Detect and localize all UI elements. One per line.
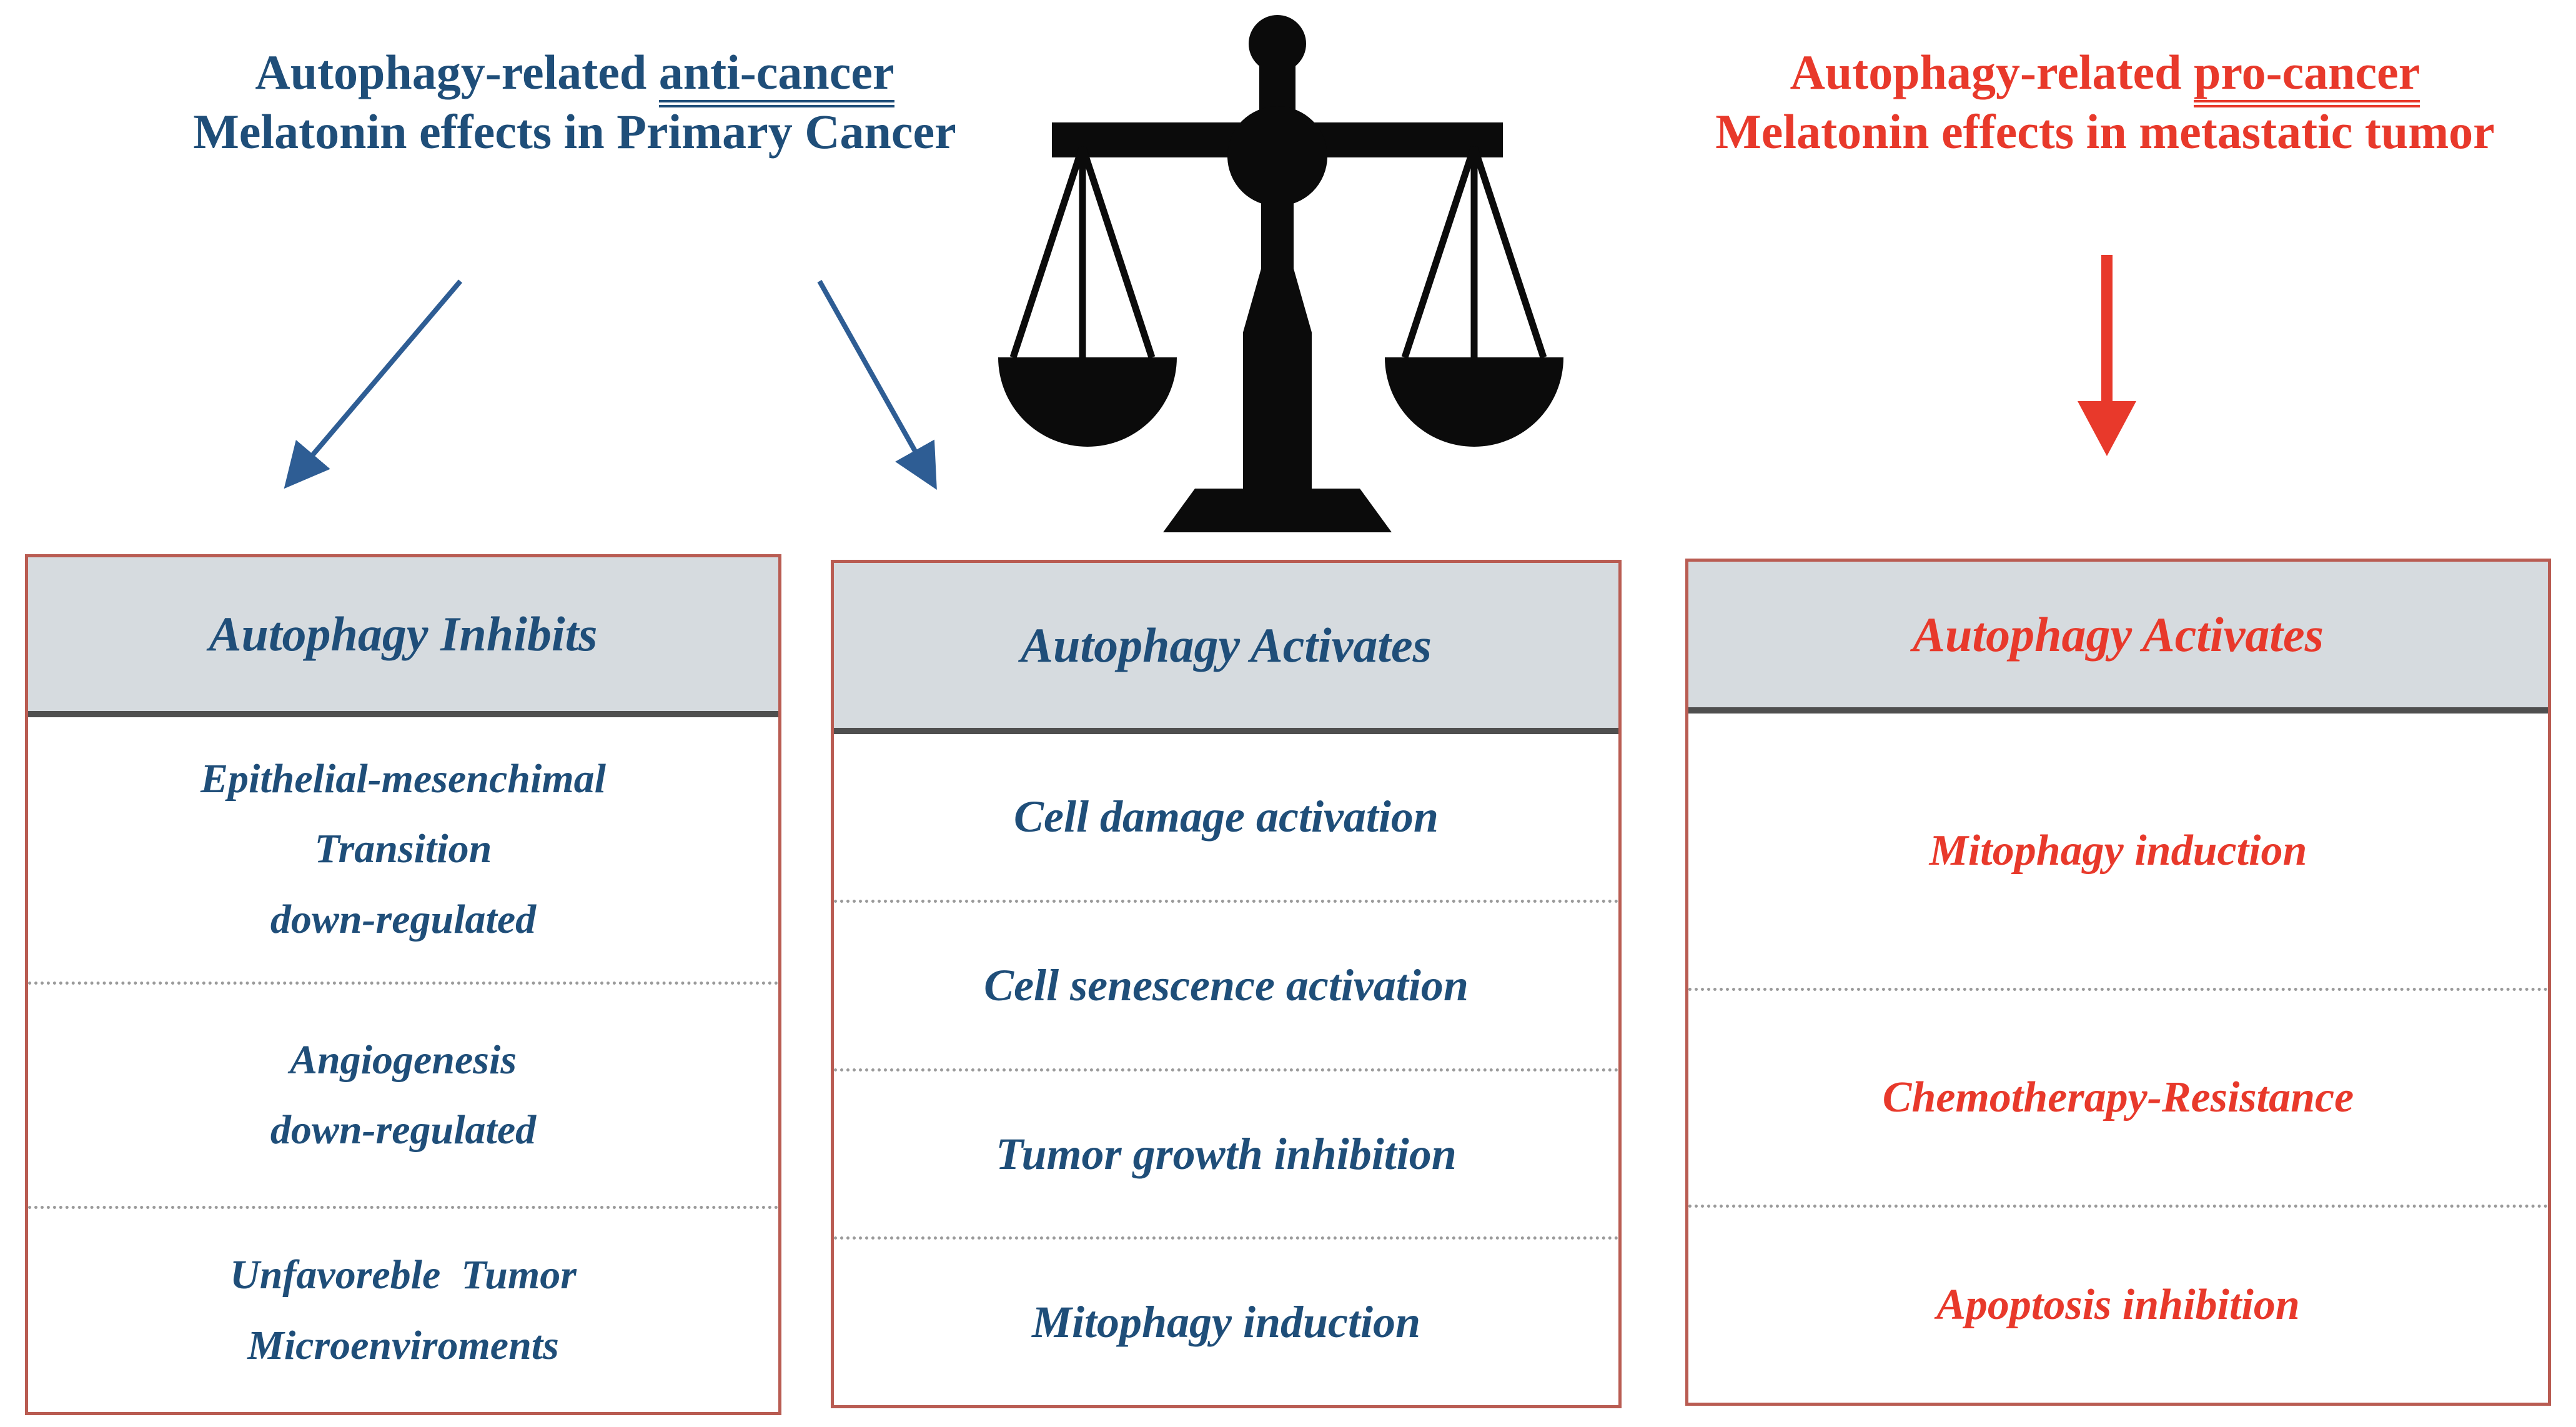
autophagy-activates-metastatic-panel-header: Autophagy Activates bbox=[1688, 562, 2548, 714]
panel-row-mitophagy-induction-red: Mitophagy induction bbox=[1929, 827, 2307, 875]
autophagy-inhibits-panel-header: Autophagy Inhibits bbox=[28, 557, 778, 717]
autophagy-inhibits-panel: Autophagy Inhibits Epithelial-mesenchima… bbox=[25, 554, 781, 1415]
panel-row-cell-damage-activation: Cell damage activation bbox=[1014, 792, 1439, 842]
pro-cancer-heading-line1: Autophagy-related pro-cancer bbox=[1605, 42, 2576, 107]
panel-row-cell-senescence-activation: Cell senescence activation bbox=[834, 899, 1618, 1068]
autophagy-activates-primary-panel-rows: Cell damage activation Cell senescence a… bbox=[834, 734, 1618, 1405]
autophagy-activates-primary-panel: Autophagy Activates Cell damage activati… bbox=[831, 560, 1622, 1408]
panel-row-apoptosis-inhibition: Apoptosis inhibition bbox=[1688, 1204, 2548, 1403]
pro-cancer-heading-prefix: Autophagy-related bbox=[1790, 45, 2194, 99]
panel-row-unfavorable-tumor-microenvironments: Unfavoreble Tumor Microenviroments bbox=[28, 1206, 778, 1412]
anti-cancer-heading-prefix: Autophagy-related bbox=[255, 45, 659, 99]
panel-row-emt-down-regulated: Epithelial-mesenchimal Transition down-r… bbox=[200, 756, 606, 942]
pro-cancer-heading-line2: Melatonin effects in metastatic tumor bbox=[1715, 104, 2495, 159]
anti-cancer-heading-line1: Autophagy-related anti-cancer bbox=[75, 42, 1074, 107]
panel-row-tumor-growth-inhibition: Tumor growth inhibition bbox=[834, 1068, 1618, 1237]
anti-cancer-underlined-text: anti-cancer bbox=[658, 45, 894, 107]
panel-row-angiogenesis-down-regulated: Angiogenesis down-regulated bbox=[28, 982, 778, 1206]
autophagy-activates-primary-panel-header: Autophagy Activates bbox=[834, 563, 1618, 734]
autophagy-inhibits-panel-rows: Epithelial-mesenchimal Transition down-r… bbox=[28, 717, 778, 1412]
balance-scale-icon bbox=[998, 15, 1563, 532]
panel-row-chemotherapy-resistance: Chemotherapy-Resistance bbox=[1688, 988, 2548, 1205]
down-left-arrow-icon bbox=[284, 279, 463, 489]
panel-row-mitophagy-induction-blue: Mitophagy induction bbox=[834, 1236, 1618, 1405]
pro-cancer-underlined-text: pro-cancer bbox=[2193, 45, 2420, 107]
anti-cancer-heading-line2: Melatonin effects in Primary Cancer bbox=[193, 104, 956, 159]
down-arrow-icon bbox=[2078, 255, 2136, 456]
anti-cancer-heading: Autophagy-related anti-cancer Melatonin … bbox=[75, 42, 1074, 161]
pro-cancer-heading: Autophagy-related pro-cancer Melatonin e… bbox=[1605, 42, 2576, 161]
autophagy-activates-metastatic-panel-rows: Mitophagy induction Chemotherapy-Resista… bbox=[1688, 714, 2548, 1403]
down-right-arrow-icon bbox=[817, 280, 937, 490]
autophagy-activates-metastatic-panel: Autophagy Activates Mitophagy induction … bbox=[1685, 559, 2551, 1406]
